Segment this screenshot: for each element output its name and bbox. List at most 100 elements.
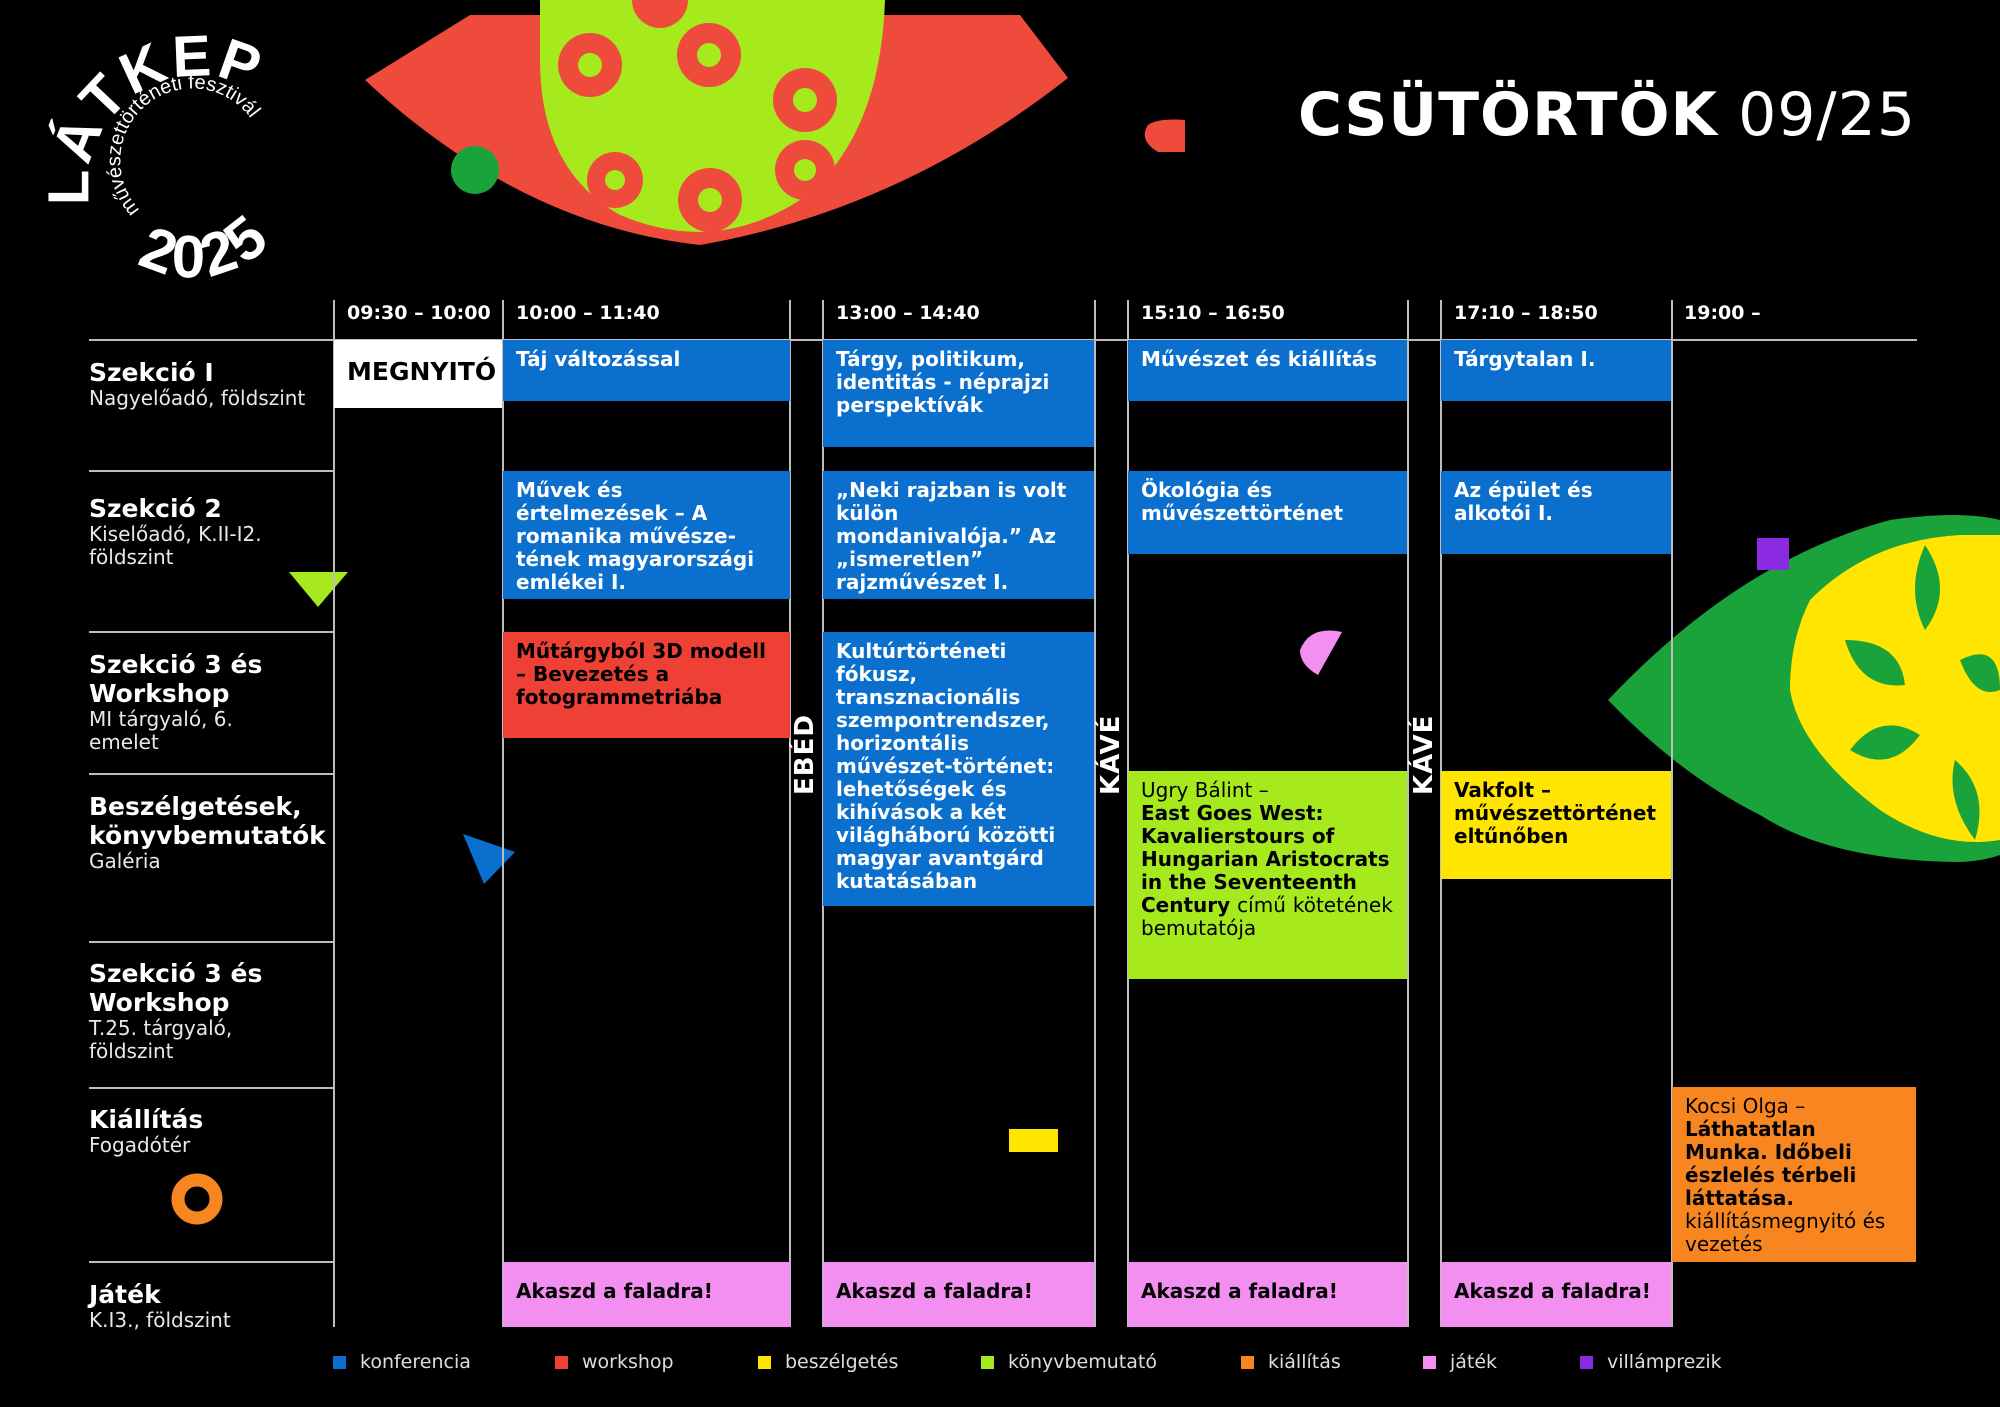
logo-word: LÁTKÉP	[45, 35, 272, 205]
column-divider	[789, 300, 791, 1327]
row-divider	[89, 1087, 334, 1089]
session-taj-valtozassal[interactable]: Táj változással	[503, 340, 790, 401]
row-label-szekcio-3-t25: Szekció 3 és Workshop T.25. tárgyaló, fö…	[89, 959, 289, 1063]
blue-triangle-shape	[463, 834, 515, 884]
session-targytalan[interactable]: Tárgytalan I.	[1441, 340, 1671, 401]
row-label-jatek: Játék K.I3., földszint	[89, 1280, 329, 1332]
session-kulturtorteneti-fokusz[interactable]: Kultúrtörténeti fókusz, transznacionális…	[823, 632, 1094, 906]
row-divider	[89, 1261, 334, 1263]
row-label-szekcio-2: Szekció 2 Kiselőadó, K.II-I2. földszint	[89, 494, 289, 569]
session-epulet-alkotoi[interactable]: Az épület és alkotói I.	[1441, 471, 1671, 554]
row-title: Szekció 3 és Workshop	[89, 650, 263, 708]
lime-triangle-shape	[289, 572, 348, 607]
game-akaszd-a-faladra-3[interactable]: Akaszd a faladra!	[1128, 1262, 1407, 1327]
pink-half-circle-shape	[1300, 630, 1342, 675]
legend-label: kiállítás	[1268, 1351, 1341, 1373]
session-muvek-ertelmezesek[interactable]: Művek és értelmezések – A romanika művés…	[503, 471, 790, 599]
title-date: 09/25	[1738, 80, 1916, 150]
column-divider	[1407, 300, 1409, 1327]
row-label-szekcio-1: Szekció I Nagyelőadó, földszint	[89, 358, 329, 410]
row-location: T.25. tárgyaló, földszint	[89, 1016, 233, 1063]
exhibition-author: Kocsi Olga –	[1685, 1094, 1806, 1118]
exhibition-suffix: kiállításmegnyitó és vezetés	[1685, 1209, 1886, 1256]
session-neki-rajzban[interactable]: „Neki rajzban is volt külön mondanivalój…	[823, 471, 1094, 599]
game-akaszd-a-faladra-2[interactable]: Akaszd a faladra!	[823, 1262, 1094, 1327]
game-akaszd-a-faladra-4[interactable]: Akaszd a faladra!	[1441, 1262, 1671, 1327]
legend-swatch	[1241, 1356, 1254, 1369]
row-divider	[89, 941, 334, 943]
legend-label: konferencia	[360, 1351, 471, 1373]
latkep-logo: LÁTKÉP művészettörténeti fesztivál 2025	[45, 35, 282, 291]
column-divider	[1671, 300, 1673, 1327]
legend-swatch	[981, 1356, 994, 1369]
row-label-szekcio-3-mi: Szekció 3 és Workshop MI tárgyaló, 6. em…	[89, 650, 289, 754]
row-title: Kiállítás	[89, 1105, 204, 1134]
green-dot-shape	[451, 146, 499, 194]
coffee-break-label-2: KÁVÉ	[1409, 714, 1439, 795]
row-location: Kiselőadó, K.II-I2. földszint	[89, 522, 262, 569]
column-divider	[333, 300, 335, 1327]
row-title: Szekció 3 és Workshop	[89, 959, 263, 1017]
time-slot-3: 13:00 – 14:40	[836, 302, 980, 324]
book-launch-ugry-balint[interactable]: Ugry Bálint – East Goes West: Kavalierst…	[1128, 771, 1407, 979]
logo-year: 2025	[131, 200, 282, 291]
row-divider	[89, 631, 334, 633]
time-slot-4: 15:10 – 16:50	[1141, 302, 1285, 324]
time-slot-2: 10:00 – 11:40	[516, 302, 660, 324]
legend-konferencia: konferencia	[333, 1351, 471, 1373]
book-suffix: kötetének bemutatója	[1141, 893, 1393, 940]
time-slot-1: 09:30 – 10:00	[347, 302, 491, 324]
row-title: Szekció I	[89, 358, 214, 387]
row-location: MI tárgyaló, 6. emelet	[89, 707, 233, 754]
page-title: CSÜTÖRTÖK 09/25	[1298, 80, 1916, 150]
row-title: Szekció 2	[89, 494, 222, 523]
coffee-break-label-1: KÁVÉ	[1096, 714, 1126, 795]
column-divider	[1094, 300, 1096, 1327]
row-divider	[89, 773, 334, 775]
row-divider	[89, 470, 334, 472]
book-suffix: című	[1237, 893, 1286, 917]
legend-workshop: workshop	[555, 1351, 674, 1373]
legend-jatek: játék	[1423, 1351, 1497, 1373]
session-okologia[interactable]: Ökológia és művészettörténet	[1128, 471, 1407, 554]
row-label-kiallitas: Kiállítás Fogadótér	[89, 1105, 329, 1157]
book-title: East Goes West: Kavalierstours of Hungar…	[1141, 801, 1390, 917]
exhibition-kocsi-olga[interactable]: Kocsi Olga – Láthatatlan Munka. Időbeli …	[1672, 1087, 1916, 1262]
legend-swatch	[1423, 1356, 1436, 1369]
session-muveszet-kiallitas[interactable]: Művészet és kiállítás	[1128, 340, 1407, 401]
session-megnyito[interactable]: MEGNYITÓ	[334, 340, 502, 408]
red-small-shape	[1144, 119, 1185, 152]
yellow-rect-shape	[1009, 1129, 1058, 1152]
workshop-mutargybol-3d[interactable]: Műtárgyból 3D modell – Bevezetés a fotog…	[503, 632, 790, 738]
row-location: Nagyelőadó, földszint	[89, 386, 306, 410]
row-location: Fogadótér	[89, 1133, 191, 1157]
legend-label: villámprezik	[1607, 1351, 1722, 1373]
title-day: CSÜTÖRTÖK	[1298, 80, 1718, 150]
game-akaszd-a-faladra-1[interactable]: Akaszd a faladra!	[503, 1262, 790, 1327]
legend-label: könyvbemutató	[1008, 1351, 1157, 1373]
time-slot-6: 19:00 –	[1684, 302, 1761, 324]
column-divider	[502, 300, 504, 1327]
book-author: Ugry Bálint –	[1141, 778, 1269, 802]
legend-label: beszélgetés	[785, 1351, 899, 1373]
row-location: K.I3., földszint	[89, 1308, 231, 1332]
lunch-break-label: EBÉD	[790, 714, 820, 795]
talk-vakfolt[interactable]: Vakfolt – művészettörténet eltűnőben	[1441, 771, 1671, 879]
legend-label: workshop	[582, 1351, 674, 1373]
orange-ring-shape	[171, 1173, 223, 1225]
yellow-lemon-shape	[1790, 535, 2000, 842]
legend-konyvbemutato: könyvbemutató	[981, 1351, 1157, 1373]
legend-beszelgetes: beszélgetés	[758, 1351, 898, 1373]
legend-label: játék	[1450, 1351, 1498, 1373]
session-targy-politikum[interactable]: Tárgy, politikum, identitás - néprajzi p…	[823, 340, 1094, 447]
legend-swatch	[1580, 1356, 1593, 1369]
purple-square-shape	[1757, 538, 1789, 570]
legend-swatch	[555, 1356, 568, 1369]
row-label-beszelgetesek: Beszélgetések, könyvbemutatók Galéria	[89, 792, 329, 873]
row-title: Játék	[89, 1280, 161, 1309]
exhibition-title: Láthatatlan Munka. Időbeli észlelés térb…	[1685, 1117, 1857, 1210]
legend-villamprezik: villámprezik	[1580, 1351, 1722, 1373]
legend-swatch	[333, 1356, 346, 1369]
row-title: Beszélgetések, könyvbemutatók	[89, 792, 326, 850]
